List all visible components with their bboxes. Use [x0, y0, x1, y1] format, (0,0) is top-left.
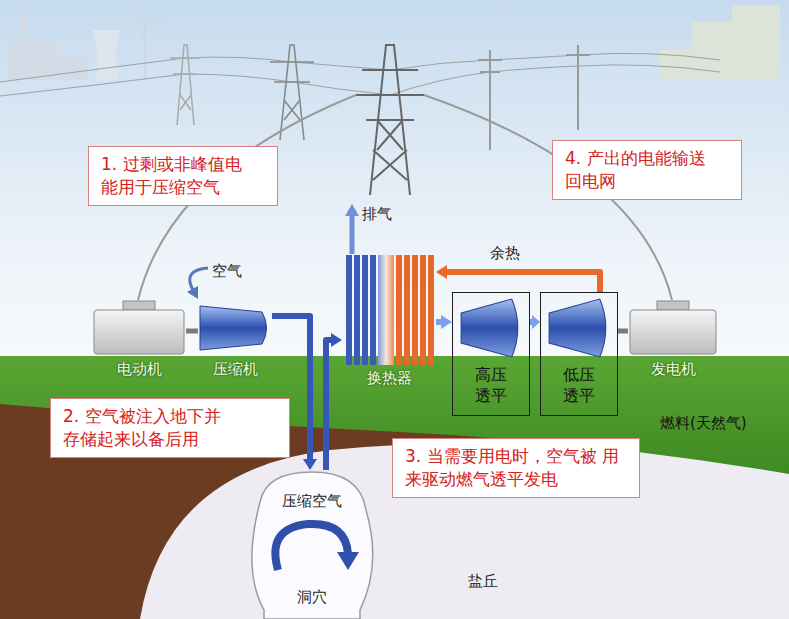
cavern-label: 洞穴: [242, 588, 382, 607]
callout-text: 3. 当需要用电时，空气被 用来驱动燃气透平发电: [405, 445, 619, 491]
connector-line: [618, 329, 628, 334]
hot-tube: [396, 255, 402, 365]
arrowhead: [532, 315, 540, 329]
circulation-arrowhead: [337, 552, 359, 570]
cold-tube: [362, 255, 368, 365]
arrowhead: [441, 315, 452, 329]
turbine: 高压 透平: [452, 292, 530, 416]
hot-tube: [428, 255, 434, 365]
turbine: 低压 透平: [540, 292, 618, 416]
circulation-arrow: [275, 524, 348, 570]
overhead-line: [0, 65, 720, 96]
component-label: 电动机: [92, 360, 186, 380]
connector-line: [186, 329, 198, 334]
machine-housing: [628, 300, 718, 356]
compressor-body: [200, 306, 267, 350]
heat-exchanger-shape: [342, 255, 436, 367]
sky: [0, 0, 789, 370]
waste-heat-pipe: [436, 265, 600, 292]
building: [732, 6, 780, 80]
machine-housing: [92, 300, 186, 356]
turbine-shape: [453, 293, 529, 363]
component-label: 高压 透平: [474, 365, 508, 407]
cold-tube: [346, 255, 352, 365]
machine-body: [630, 310, 716, 354]
component-label: 压缩机: [198, 360, 272, 380]
callout-box: 4. 产出的电能输送 回电网: [552, 140, 742, 200]
component-label: 发电机: [628, 360, 718, 380]
pylon: [356, 45, 424, 195]
arrowhead: [303, 459, 317, 470]
exhaust-arrowhead: [345, 204, 359, 216]
component-label: 低压 透平: [562, 365, 596, 407]
callout-box: 2. 空气被注入地下并 存储起来以备后用: [50, 398, 290, 458]
fuel-label: 燃料(天然气): [660, 414, 747, 432]
hot-tube: [412, 255, 418, 365]
arrowhead: [436, 265, 447, 279]
cavern-label: 压缩空气: [242, 470, 382, 511]
compressor-shape: [198, 300, 272, 356]
buildings: [660, 6, 780, 80]
machine-body: [94, 310, 184, 354]
pole-frame: [566, 45, 590, 130]
air-intake-arrow: [190, 268, 208, 290]
cold-tube: [354, 255, 360, 365]
edge-label: 余热: [490, 244, 520, 262]
cooling-tower: [92, 30, 120, 80]
air-flow-arrow: [530, 315, 540, 329]
pylon-frame: [356, 45, 424, 195]
generator: 发电机: [628, 300, 718, 380]
component-label: 换热器: [342, 369, 436, 389]
callout-text: 2. 空气被注入地下并 存储起来以备后用: [63, 405, 226, 451]
mixing-zone: [378, 255, 394, 365]
terminal-box: [657, 301, 689, 310]
connector-line: [446, 272, 600, 292]
callout-text: 1. 过剩或非峰值电 能用于压缩空气: [101, 153, 247, 199]
storage-cavern: 压缩空气洞穴: [242, 470, 382, 619]
terminal-box: [123, 301, 155, 310]
pole-frame: [478, 50, 502, 150]
turbine-body: [461, 299, 518, 357]
pylon: [170, 45, 200, 125]
factory: [58, 56, 88, 80]
hot-tube: [404, 255, 410, 365]
factory: [8, 42, 58, 80]
callout-box: 1. 过剩或非峰值电 能用于压缩空气: [88, 146, 278, 206]
exhaust-arrow: [350, 214, 355, 254]
electric-motor: 电动机: [92, 300, 186, 380]
power-plants: [8, 8, 162, 80]
turbine-shape: [541, 293, 617, 363]
cold-tube: [370, 255, 376, 365]
compressor: 压缩机: [198, 300, 272, 380]
connector-line: [326, 340, 332, 470]
overhead-line: [0, 53, 720, 82]
drive-shaft: [186, 331, 198, 332]
hot-tube: [420, 255, 426, 365]
air-intake-arrowhead: [187, 286, 198, 299]
callout-box: 3. 当需要用电时，空气被 用来驱动燃气透平发电: [392, 438, 640, 498]
drive-shaft: [618, 331, 628, 332]
air-pipe: [326, 333, 342, 470]
callout-text: 4. 产出的电能输送 回电网: [565, 147, 711, 193]
heat-exchanger: 换热器: [342, 255, 436, 389]
salt-dome-label: 盐丘: [468, 572, 498, 590]
wind-turbine-blades: [132, 8, 162, 40]
utility-pole: [478, 45, 590, 150]
chimney: [20, 12, 26, 42]
pylon-frame: [170, 45, 200, 125]
air-flow-arrow: [436, 315, 452, 329]
exhaust-label: 排气: [362, 205, 392, 223]
air-label: 空气: [212, 262, 242, 280]
arrowhead: [331, 333, 342, 347]
turbine-body: [549, 299, 606, 357]
